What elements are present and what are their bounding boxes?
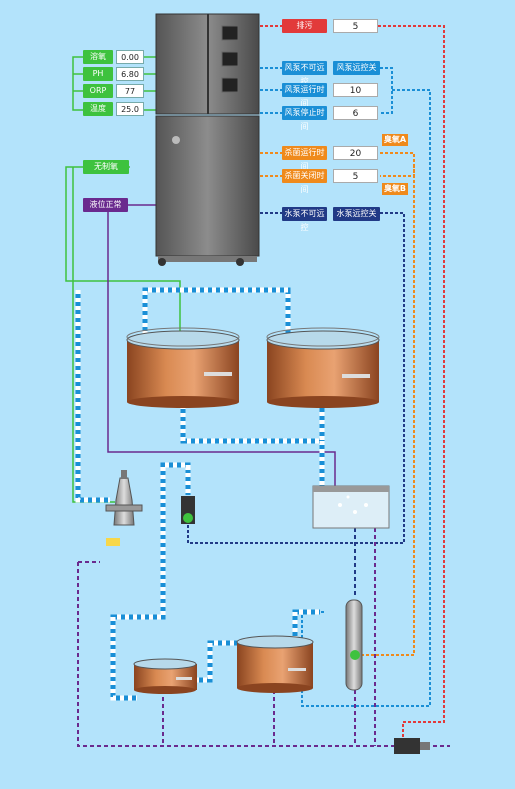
- sterilizer-off-label: 杀菌关闭时间: [282, 169, 327, 194]
- filter-box: [312, 485, 390, 529]
- drain-label: 排污: [282, 19, 327, 33]
- water-pump: [394, 738, 430, 754]
- sensor-value-do: 0.00: [116, 50, 144, 64]
- sterilizer-run-value[interactable]: 20: [333, 146, 378, 160]
- sterilizer-off-value[interactable]: 5: [333, 169, 378, 183]
- sensor-label-orp: ORP: [83, 84, 113, 98]
- upper-tank-right: [266, 327, 380, 408]
- water-pump-line: [187, 212, 405, 544]
- sensor-label-ph: PH: [83, 67, 113, 81]
- level-normal-label: 液位正常: [83, 198, 128, 212]
- water-pipes: [75, 287, 325, 701]
- lower-tank-left: [133, 658, 197, 694]
- fan-air-lines: [260, 67, 431, 707]
- ozone-a-tag: 臭氧A: [382, 134, 408, 146]
- bottom-drain-lines: [77, 528, 450, 747]
- fan-run-value[interactable]: 10: [333, 83, 378, 97]
- pump-unit: [181, 496, 195, 524]
- water-pump-remote-label: 水泵不可远控: [282, 207, 327, 232]
- sterilizer-lines: [260, 152, 415, 656]
- fan-remote-label: 风泵不可远控: [282, 61, 327, 86]
- no-ozone-label: 无制氧: [83, 160, 129, 174]
- sensor-label-do: 溶氧: [83, 50, 113, 64]
- fan-remote-state[interactable]: 风泵远控关: [333, 61, 380, 75]
- drain-value[interactable]: 5: [333, 19, 378, 33]
- fan-run-label: 风泵运行时间: [282, 83, 327, 108]
- protein-skimmer: [105, 470, 143, 546]
- water-pump-remote-state[interactable]: 水泵远控关: [333, 207, 380, 221]
- control-cabinet: [155, 13, 260, 266]
- sterilizer-run-label: 杀菌运行时间: [282, 146, 327, 171]
- lower-tank-right: [236, 635, 314, 693]
- upper-tank-left: [126, 327, 240, 408]
- sensor-value-orp: 77: [116, 84, 144, 98]
- uv-sterilizer: [345, 599, 363, 691]
- sensor-value-ph: 6.80: [116, 67, 144, 81]
- sensor-label-temp: 温度: [83, 102, 113, 116]
- fan-stop-value[interactable]: 6: [333, 106, 378, 120]
- sensor-value-temp: 25.0: [116, 102, 144, 116]
- ozone-b-tag: 臭氧B: [382, 183, 408, 195]
- drain-line: [260, 25, 445, 740]
- fan-stop-label: 风泵停止时间: [282, 106, 327, 131]
